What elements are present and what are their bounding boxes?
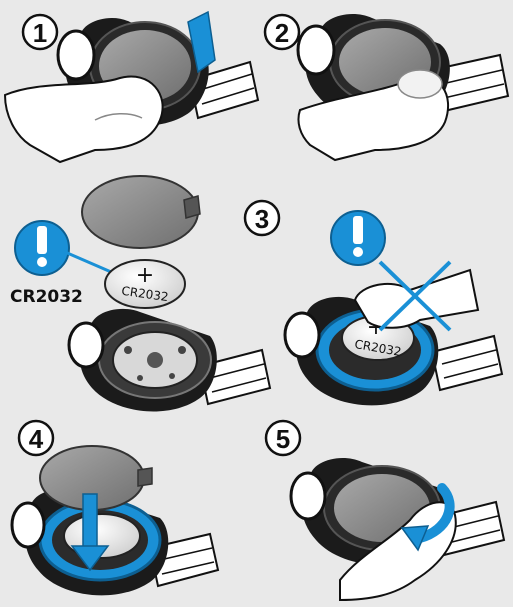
exclamation-icon bbox=[330, 210, 386, 266]
step-number: 3 bbox=[255, 204, 269, 234]
step-badge bbox=[264, 419, 302, 457]
coin-battery: + CR2032 bbox=[104, 259, 186, 309]
step-number: 5 bbox=[276, 424, 290, 454]
step-2-panel: 2 bbox=[263, 13, 510, 162]
key-blade bbox=[198, 348, 272, 406]
step-number: 4 bbox=[29, 424, 44, 454]
hand bbox=[297, 76, 450, 162]
step-badge bbox=[263, 13, 301, 51]
arrow-icon bbox=[70, 493, 110, 572]
step-number: 1 bbox=[33, 18, 47, 48]
step-3-left-panel: CR2032 + CR2032 bbox=[10, 175, 272, 412]
cross-icon bbox=[378, 260, 452, 332]
battery-type-label: CR2032 bbox=[10, 287, 83, 307]
polarity-mark: + bbox=[136, 263, 154, 288]
step-4-panel: 4 bbox=[10, 419, 220, 596]
step-3-right-panel: + CR2032 bbox=[283, 210, 504, 406]
step-badge bbox=[17, 419, 55, 457]
battery-cover bbox=[81, 175, 201, 249]
battery-imprint: CR2032 bbox=[121, 284, 170, 304]
step-badge bbox=[243, 199, 281, 237]
hand bbox=[3, 75, 164, 164]
key-blade bbox=[430, 334, 504, 392]
key-fob-open bbox=[67, 308, 272, 412]
arrow-icon bbox=[400, 483, 455, 552]
step-5-panel: 5 bbox=[264, 419, 506, 602]
step-number: 2 bbox=[275, 18, 289, 48]
exclamation-icon bbox=[14, 220, 70, 276]
step-1-panel: 1 bbox=[3, 10, 260, 164]
cover-tab-highlight bbox=[187, 10, 216, 74]
step-badge bbox=[21, 13, 59, 51]
